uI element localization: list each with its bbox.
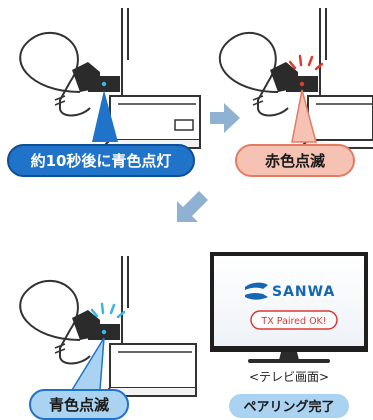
step1-illustration <box>7 8 201 177</box>
sanwa-logo-icon <box>245 282 268 300</box>
right-arrow-icon <box>210 103 240 133</box>
pairing-complete-badge <box>229 394 349 418</box>
step3-illustration <box>19 256 197 420</box>
tv-brand-text: SANWA <box>272 284 335 300</box>
step1-badge-text: 約10秒後に青色点灯 <box>31 152 172 170</box>
tv-message-bubble <box>250 310 338 330</box>
down-left-arrow-icon <box>177 191 208 222</box>
pairing-complete-text: ペアリング完了 <box>243 399 334 415</box>
tv-illustration <box>210 252 368 363</box>
tv-caption: <テレビ画面> <box>249 370 329 384</box>
tv-message-text: TX Paired OK! <box>260 316 326 327</box>
step2-badge-text: 赤色点滅 <box>265 152 325 170</box>
step3-badge-text: 青色点滅 <box>49 396 109 414</box>
step2-illustration <box>218 8 373 177</box>
